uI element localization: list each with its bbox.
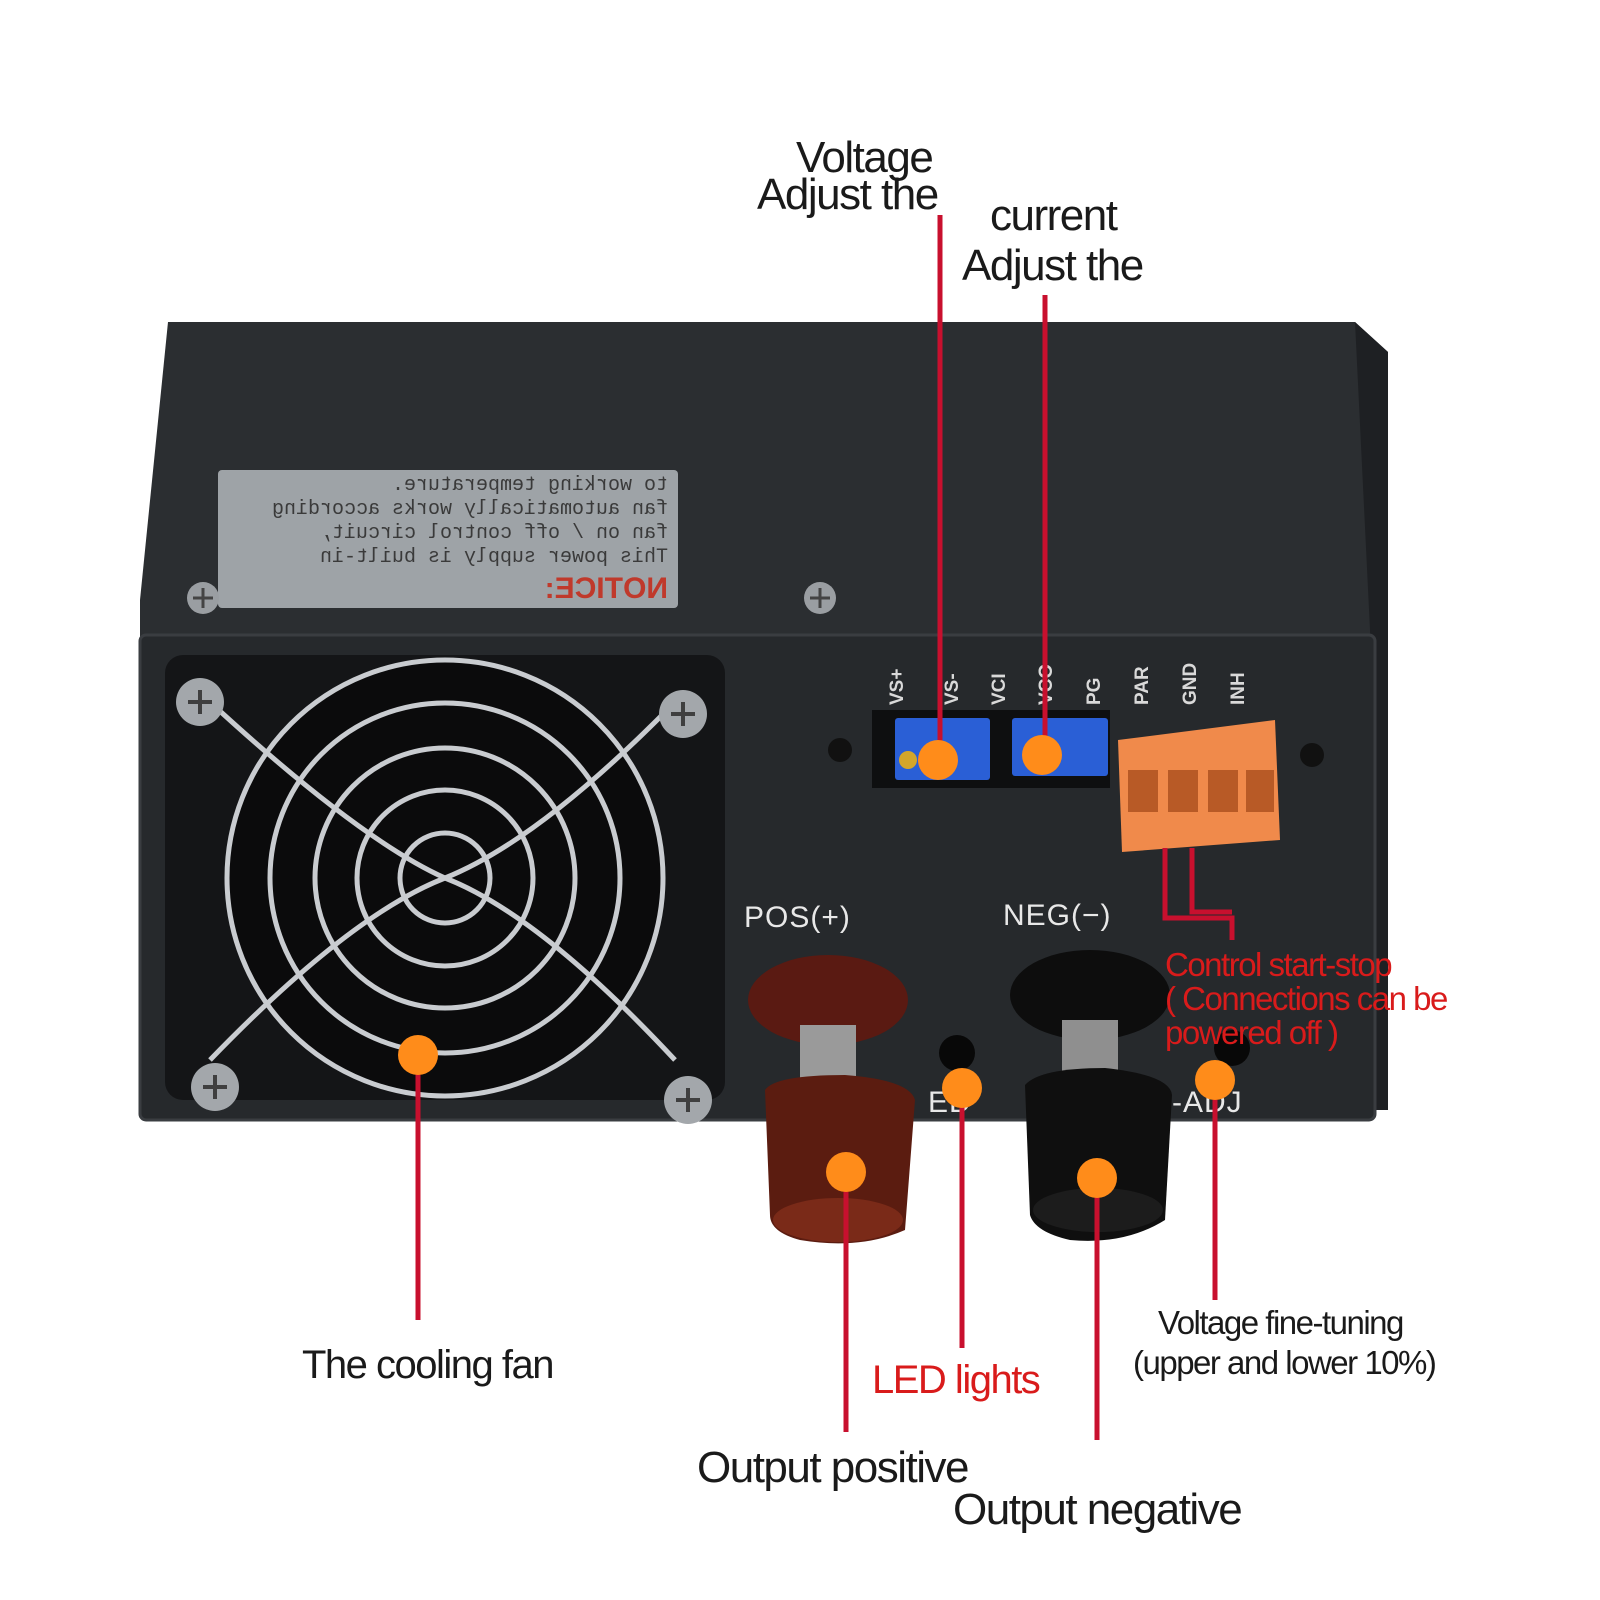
marker-output-positive	[826, 1152, 866, 1192]
screw-icon	[176, 678, 224, 726]
notice-title: NOTICE:	[545, 572, 668, 605]
output-positive-label: Output positive	[697, 1443, 970, 1492]
leader-lines	[415, 215, 1235, 1440]
screw-icon	[1300, 743, 1324, 767]
control-start-stop-line-3: powered off )	[1165, 1014, 1339, 1051]
fine-tuning-line-1: Voltage fine-tuning	[1158, 1304, 1404, 1341]
neg-label: NEG(−)	[1003, 899, 1112, 932]
screw-icon	[191, 1063, 239, 1111]
terminal-label-vs-plus: VS+	[887, 669, 908, 705]
voltage-fine-tune-hole[interactable]	[1214, 1030, 1250, 1066]
positive-binding-post[interactable]	[748, 955, 915, 1244]
pos-label: POS(+)	[744, 901, 851, 934]
output-negative-label: Output negative	[953, 1485, 1243, 1534]
screw-icon	[187, 582, 219, 614]
control-start-stop-line-2: ( Connections can be	[1165, 980, 1448, 1017]
notice-line-4: to working temperature.	[392, 474, 668, 497]
screw-icon	[664, 1076, 712, 1124]
notice-line-1: This power supply is built-in	[320, 546, 668, 569]
marker-fine-tuning	[1195, 1060, 1235, 1100]
control-start-stop-line-1: Control start-stop	[1165, 946, 1393, 983]
notice-line-2: fan on / off control circuit,	[320, 522, 668, 545]
marker-led	[942, 1068, 982, 1108]
notice-sticker: NOTICE: This power supply is built-in fa…	[218, 470, 678, 608]
marker-output-negative	[1077, 1158, 1117, 1198]
fine-tuning-line-2: (upper and lower 10%)	[1133, 1344, 1437, 1381]
fan-grill	[208, 657, 677, 1099]
marker-fan	[398, 1035, 438, 1075]
voltage-adjust-line-2: Adjust the	[757, 170, 939, 219]
screw-icon	[659, 690, 707, 738]
voltage-adjust-line-1: Voltage	[796, 133, 934, 182]
callout-markers	[398, 735, 1235, 1198]
marker-voltage-adjust	[918, 740, 958, 780]
terminal-label-par: PAR	[1132, 666, 1153, 705]
led-indicator	[939, 1035, 975, 1071]
terminal-block[interactable]	[1118, 720, 1280, 852]
cooling-fan-label: The cooling fan	[302, 1343, 555, 1387]
screw-icon	[804, 582, 836, 614]
current-adjust-line-1: current	[990, 191, 1118, 240]
marker-current-adjust	[1022, 735, 1062, 775]
terminal-label-vci: VCI	[989, 673, 1010, 705]
notice-line-3: fan automatically works according	[272, 498, 668, 521]
current-adjust-line-2: Adjust the	[962, 241, 1144, 290]
negative-binding-post[interactable]	[1010, 950, 1172, 1241]
screw-icon	[828, 738, 852, 762]
terminal-label-gnd: GND	[1180, 663, 1201, 705]
terminal-label-inh: INH	[1228, 672, 1249, 705]
terminal-label-vs-minus: VS-	[942, 673, 963, 705]
terminal-label-pg: PG	[1084, 678, 1105, 705]
led-lights-label: LED lights	[872, 1358, 1041, 1402]
